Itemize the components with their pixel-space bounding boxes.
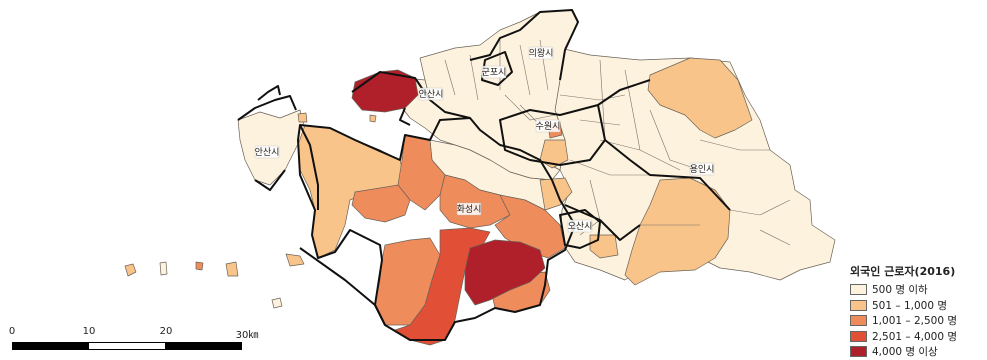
city-boundary-north <box>469 9 579 81</box>
region <box>394 227 491 346</box>
region <box>397 134 446 211</box>
sea-bridge <box>299 247 386 326</box>
legend-swatch <box>850 346 867 358</box>
island <box>369 114 377 123</box>
scale-tick-label: 0 <box>8 326 16 337</box>
svg-text:안산시: 안산시 <box>419 89 444 100</box>
legend-item: 2,501 – 4,000 명 <box>850 329 985 345</box>
city-boundary-suwon <box>499 104 606 166</box>
legend-swatch <box>850 299 867 311</box>
svg-text:군포시: 군포시 <box>482 67 507 78</box>
scale-segment <box>165 343 241 349</box>
legend-item: 4,000 명 이상 <box>850 344 985 360</box>
legend-swatch <box>850 284 867 296</box>
island <box>285 253 305 267</box>
svg-text:의왕시: 의왕시 <box>529 48 554 59</box>
svg-text:화성시: 화성시 <box>457 204 482 215</box>
region <box>539 177 573 211</box>
island <box>271 297 283 309</box>
scale-segment <box>13 343 89 349</box>
city-label-uiwang: 의왕시 <box>529 46 554 60</box>
legend-label: 2,501 – 4,000 명 <box>872 330 958 343</box>
city-label-osan: 오산시 <box>568 219 593 233</box>
city-label-suwon: 수원시 <box>536 119 561 133</box>
svg-text:용인시: 용인시 <box>690 164 715 175</box>
legend-swatch <box>850 330 867 342</box>
scale-tick-label: 10 <box>82 326 96 337</box>
island <box>225 261 239 277</box>
svg-text:오산시: 오산시 <box>568 221 593 232</box>
legend-swatch <box>850 315 867 327</box>
region <box>464 239 546 306</box>
scale-tick-label: 20 <box>159 326 173 337</box>
city-label-gunpo: 군포시 <box>482 65 507 79</box>
city-label-hwaseong: 화성시 <box>457 202 482 216</box>
legend-label: 500 명 이하 <box>872 284 928 297</box>
legend-label: 4,000 명 이상 <box>872 346 938 359</box>
scale-bar-graphic <box>12 342 242 350</box>
city-label-ansan-west: 안산시 <box>255 145 280 159</box>
island <box>124 263 137 277</box>
region <box>647 57 753 139</box>
svg-text:안산시: 안산시 <box>255 147 280 158</box>
legend-label: 1,001 – 2,500 명 <box>872 315 958 328</box>
legend-item: 1,001 – 2,500 명 <box>850 313 985 329</box>
svg-text:수원시: 수원시 <box>536 121 561 132</box>
city-boundary-osan <box>559 209 601 249</box>
island <box>195 261 204 271</box>
island <box>159 261 168 276</box>
region <box>624 177 731 286</box>
legend-label: 501 – 1,000 명 <box>872 299 948 312</box>
city-boundary-hwaseong <box>297 117 576 341</box>
region <box>351 184 411 223</box>
city-boundary-yongin <box>564 79 731 241</box>
map-legend: 외국인 근로자(2016) 500 명 이하 501 – 1,000 명 1,001… <box>850 263 985 360</box>
legend-title: 외국인 근로자(2016) <box>850 265 956 278</box>
coast-west <box>237 95 319 210</box>
island <box>297 112 308 123</box>
city-label-ansan-east: 안산시 <box>419 87 444 101</box>
scale-bar: 0 10 20 30㎞ <box>4 326 264 356</box>
coast-northwest <box>257 85 281 101</box>
scale-tick-label: 30㎞ <box>235 330 259 341</box>
legend-item: 501 – 1,000 명 <box>850 298 985 314</box>
city-label-yongin: 용인시 <box>690 162 715 176</box>
legend-item: 500 명 이하 <box>850 282 985 298</box>
scale-segment <box>89 343 165 349</box>
